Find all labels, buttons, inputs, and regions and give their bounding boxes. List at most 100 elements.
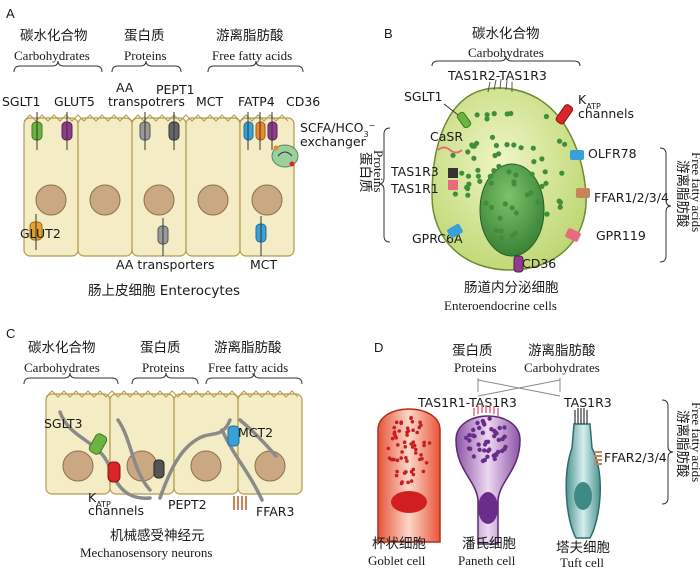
- enterocyte-microvilli: [23, 114, 289, 122]
- label-sglt3: SGLT3: [44, 416, 82, 431]
- panel-a-header-ffa-cn: 游离脂肪酸: [216, 27, 284, 44]
- panel-d-header-ffa-cn: 游离脂肪酸: [528, 342, 596, 359]
- label-glut5-a: GLUT5: [54, 94, 95, 109]
- granule-dot: [477, 425, 482, 431]
- panel-a: A 碳水化合物 Carbohydrates 蛋白质 Proteins 游离脂肪酸…: [2, 6, 375, 299]
- granule-dot: [418, 420, 422, 425]
- granule-dot: [399, 456, 404, 460]
- panel-d: D 蛋白质 Proteins 游离脂肪酸 Carbohydrates TAS1R…: [368, 340, 700, 570]
- label-sglt1-a: SGLT1: [2, 94, 40, 109]
- granule-dot: [557, 204, 563, 210]
- olfr78-receptor: [570, 150, 584, 160]
- paneth-label-cn: 潘氏细胞: [462, 536, 516, 552]
- granule-dot: [488, 204, 495, 211]
- granule-dot: [484, 112, 490, 118]
- granule-dot: [482, 422, 487, 427]
- label-pept1-a: PEPT1: [156, 82, 195, 97]
- tuft-label-cn: 塔夫细胞: [556, 540, 610, 556]
- granule-dot: [530, 145, 536, 151]
- granule-dot: [467, 432, 472, 438]
- granule-dot: [469, 142, 475, 148]
- panel-b-caption-cn: 肠道内分泌细胞: [464, 280, 559, 296]
- sglt3-transporter: [88, 433, 108, 455]
- granule-dot: [494, 431, 499, 436]
- label-gpr119: GPR119: [596, 228, 646, 243]
- granule-dot: [403, 445, 408, 449]
- ffar-receptor-b: [576, 188, 590, 198]
- granule-dot: [491, 453, 496, 458]
- granule-dot: [476, 442, 481, 447]
- granule-dot: [452, 191, 458, 197]
- granule-dot: [399, 421, 403, 426]
- tas1r1-receptor-b: [448, 180, 458, 190]
- label-tas1r1-tas1r3-d: TAS1R1-TAS1R3: [417, 395, 517, 410]
- granule-dot: [477, 178, 483, 184]
- paneth-granules: [464, 416, 508, 464]
- panel-b-caption-en: Enteroendocrine cells: [444, 298, 557, 313]
- panel-c-header-carb-en: Carbohydrates: [24, 360, 100, 375]
- panel-a-letter: A: [6, 6, 15, 21]
- paneth-cell: [455, 415, 521, 545]
- casr-receptor: [437, 146, 463, 154]
- tuft-ffar-receptor: [594, 451, 602, 465]
- mct-transporter-bottom-a: [255, 216, 267, 256]
- label-casr: CaSR: [430, 129, 463, 144]
- enterocyte-nucleus-1: [35, 184, 67, 216]
- granule-dot: [497, 215, 503, 221]
- granule-dot: [511, 142, 517, 148]
- enterocyte-nucleus-5: [251, 184, 283, 216]
- granule-dot: [386, 446, 391, 451]
- granule-dot: [421, 469, 426, 474]
- granule-dot: [389, 457, 394, 462]
- label-pept2: PEPT2: [168, 497, 207, 512]
- granule-dot: [475, 420, 480, 426]
- panel-d-letter: D: [374, 340, 383, 355]
- label-aa-transporters-bottom: AA transporters: [116, 257, 215, 272]
- pept1-transporter-a: [168, 112, 180, 150]
- tuft-cell: [565, 423, 601, 539]
- granule-dot: [474, 140, 480, 146]
- granule-dot: [412, 443, 417, 448]
- granule-dot: [409, 415, 414, 420]
- panel-b-header-cn: 碳水化合物: [472, 26, 540, 42]
- granule-dot: [411, 440, 416, 445]
- granule-dot: [410, 420, 415, 424]
- granule-dot: [493, 227, 499, 233]
- granule-dot: [482, 442, 488, 447]
- panel-b-side-ffa-en: Free fatty acids: [689, 152, 700, 232]
- granule-dot: [506, 169, 512, 175]
- panel-d-side-en: Free fatty acids: [689, 402, 700, 482]
- panel-c-letter: C: [6, 326, 15, 341]
- panel-d-brace-right: [661, 399, 674, 505]
- label-mct-bottom: MCT: [250, 257, 278, 272]
- granule-dot: [500, 436, 505, 442]
- granule-dot: [542, 169, 548, 175]
- panel-b-side-protein-cn: 蛋白质: [357, 152, 373, 193]
- granule-dot: [503, 444, 508, 450]
- label-cd36-a: CD36: [286, 94, 320, 109]
- gprc6a-receptor: [447, 223, 463, 239]
- tuft-label-en: Tuft cell: [560, 555, 604, 570]
- granule-dot: [465, 192, 471, 198]
- eec-granules: [449, 110, 568, 241]
- glut5-transporter-a: [61, 112, 73, 150]
- panel-d-side-cn: 游离脂肪酸: [674, 410, 691, 478]
- panel-d-connector-lines: [477, 378, 561, 397]
- granule-dot: [531, 159, 537, 165]
- granule-dot: [467, 446, 473, 451]
- label-tas1r2-tas1r3: TAS1R2-TAS1R3: [447, 68, 547, 83]
- granule-dot: [471, 454, 477, 459]
- granule-dot: [483, 200, 489, 206]
- granule-dot: [474, 112, 480, 118]
- granule-dot: [556, 138, 563, 144]
- panel-c-brace-protein: [131, 372, 199, 385]
- ffar3-receptor: [233, 496, 247, 510]
- label-channels-c: channels: [88, 503, 144, 518]
- panel-c-header-carb-cn: 碳水化合物: [28, 340, 96, 356]
- panel-a-brace-protein: [111, 60, 182, 73]
- panel-c-caption-en: Mechanosensory neurons: [80, 545, 213, 560]
- aa-transporter-top-a: [139, 112, 151, 150]
- granule-dot: [475, 167, 481, 173]
- katp-channel-c: [107, 461, 121, 483]
